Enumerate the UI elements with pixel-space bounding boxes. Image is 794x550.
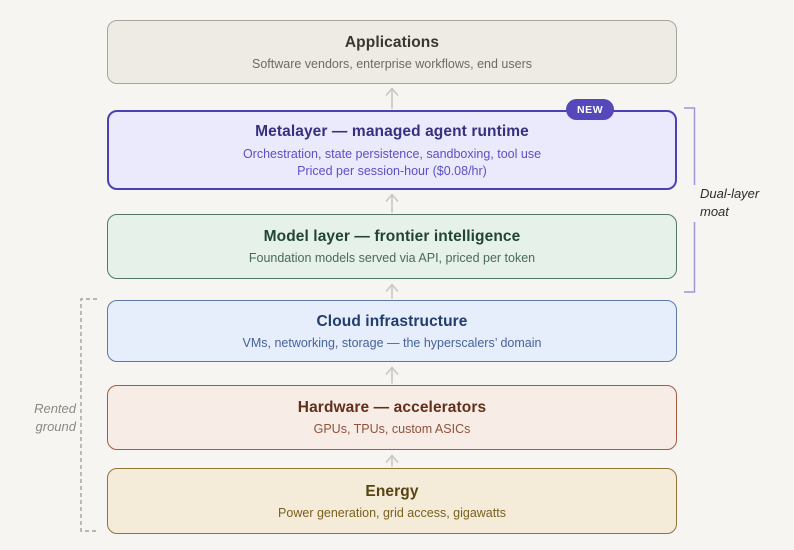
up-arrow-metalayer-to-applications (385, 87, 399, 109)
layer-title: Model layer — frontier intelligence (263, 228, 521, 245)
layer-cloud: Cloud infrastructure VMs, networking, st… (107, 300, 677, 362)
dual-layer-moat-bracket (684, 107, 696, 293)
layer-model: Model layer — frontier intelligence Foun… (107, 214, 677, 279)
layer-subtitle: Orchestration, state persistence, sandbo… (242, 146, 542, 161)
layer-title: Hardware — accelerators (297, 399, 487, 416)
up-arrow-energy-to-hardware (385, 454, 399, 467)
layer-subtitle: VMs, networking, storage — the hyperscal… (242, 335, 542, 350)
layer-metalayer: Metalayer — managed agent runtime Orches… (107, 110, 677, 190)
layer-title: Energy (365, 482, 419, 500)
layer-subtitle: Software vendors, enterprise workflows, … (252, 56, 532, 71)
layer-subtitle: Power generation, grid access, gigawatts (278, 505, 506, 520)
layer-hardware: Hardware — accelerators GPUs, TPUs, cust… (107, 385, 677, 450)
layer-subtitle: Foundation models served via API, priced… (248, 251, 536, 265)
dual-layer-moat-label: Dual-layer moat (700, 186, 760, 220)
layer-title: Metalayer — managed agent runtime (255, 122, 529, 140)
new-badge: NEW (566, 99, 615, 120)
rented-ground-bracket (80, 298, 97, 532)
up-arrow-cloud-to-model (385, 283, 399, 299)
layer-title: Cloud infrastructure (316, 312, 468, 330)
layer-title: Applications (344, 33, 440, 51)
layer-subtitle: Priced per session-hour ($0.08/hr) (297, 163, 487, 178)
rented-ground-label: Rented ground (34, 401, 76, 435)
up-arrow-model-to-metalayer (385, 193, 399, 213)
up-arrow-hardware-to-cloud (385, 366, 399, 384)
layer-applications: Applications Software vendors, enterpris… (107, 20, 677, 84)
layer-energy: Energy Power generation, grid access, gi… (107, 468, 677, 534)
layer-subtitle: GPUs, TPUs, custom ASICs (313, 422, 471, 436)
